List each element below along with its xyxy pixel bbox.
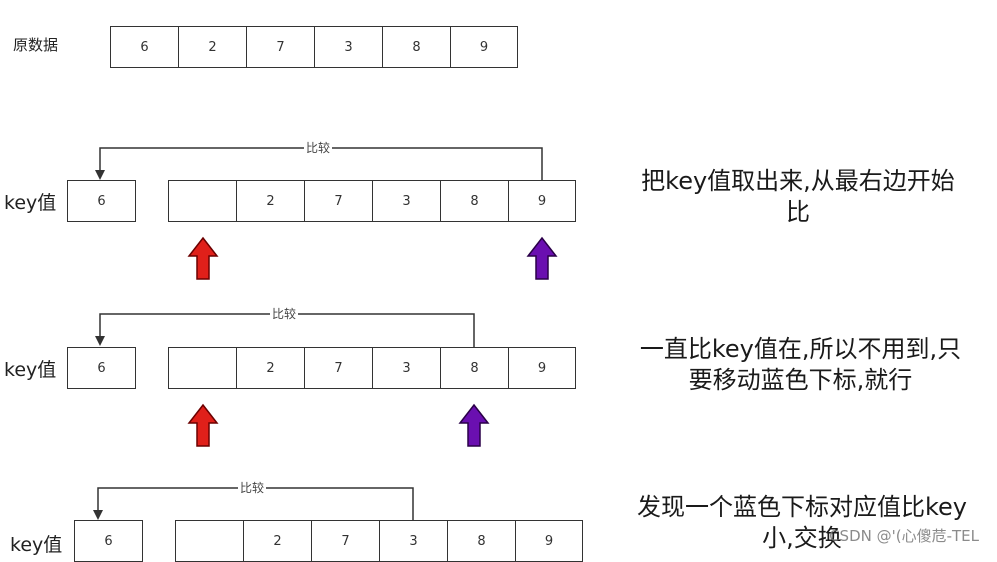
description-line: 比 (786, 198, 810, 226)
array-cell (175, 520, 244, 562)
original-cell: 9 (450, 26, 518, 68)
key-cell: 6 (67, 180, 136, 222)
key-cell: 6 (67, 347, 136, 389)
array-cell: 7 (311, 520, 380, 562)
description-line: 发现一个蓝色下标对应值比key (636, 493, 967, 521)
step-description: 发现一个蓝色下标对应值比key 小,交换 (608, 492, 996, 554)
key-label: key值 (4, 359, 57, 381)
compare-arrowhead-step2 (95, 336, 105, 346)
array-cell: 8 (447, 520, 516, 562)
description-line: 要移动蓝色下标,就行 (688, 366, 913, 394)
compare-label: 比较 (304, 141, 333, 155)
array-cell: 2 (243, 520, 312, 562)
array-cell: 2 (236, 347, 305, 389)
array-cell (168, 180, 237, 222)
original-data-label: 原数据 (13, 36, 59, 54)
original-cell: 8 (382, 26, 451, 68)
step-description: 一直比key值在,所以不用到,只 要移动蓝色下标,就行 (608, 334, 993, 396)
compare-label: 比较 (270, 307, 299, 321)
array-cell: 3 (372, 347, 441, 389)
array-cell: 3 (372, 180, 441, 222)
red-pointer-arrow (187, 236, 219, 280)
description-line: 小,交换 (762, 524, 842, 552)
step-description: 把key值取出来,从最右边开始 比 (608, 166, 988, 228)
watermark: CSDN @'(心傻苊-TEL (829, 527, 979, 545)
description-line: 一直比key值在,所以不用到,只 (639, 335, 962, 363)
original-cell: 7 (246, 26, 315, 68)
purple-pointer-arrow (458, 403, 490, 447)
array-cell (168, 347, 237, 389)
description-line: 把key值取出来,从最右边开始 (641, 167, 955, 195)
key-label: key值 (4, 192, 57, 214)
red-pointer-arrow (187, 403, 219, 447)
array-cell: 3 (379, 520, 448, 562)
key-cell: 6 (74, 520, 143, 562)
compare-arrowhead-step1 (95, 170, 105, 180)
array-cell: 8 (440, 180, 509, 222)
array-cell: 9 (515, 520, 583, 562)
array-cell: 7 (304, 347, 373, 389)
key-label: key值 (10, 534, 63, 556)
array-cell: 7 (304, 180, 373, 222)
array-cell: 9 (508, 347, 576, 389)
compare-arrowhead-step3 (93, 510, 103, 520)
array-cell: 9 (508, 180, 576, 222)
array-cell: 2 (236, 180, 305, 222)
array-cell: 8 (440, 347, 509, 389)
purple-pointer-arrow (526, 236, 558, 280)
original-cell: 3 (314, 26, 383, 68)
compare-label: 比较 (238, 481, 267, 495)
